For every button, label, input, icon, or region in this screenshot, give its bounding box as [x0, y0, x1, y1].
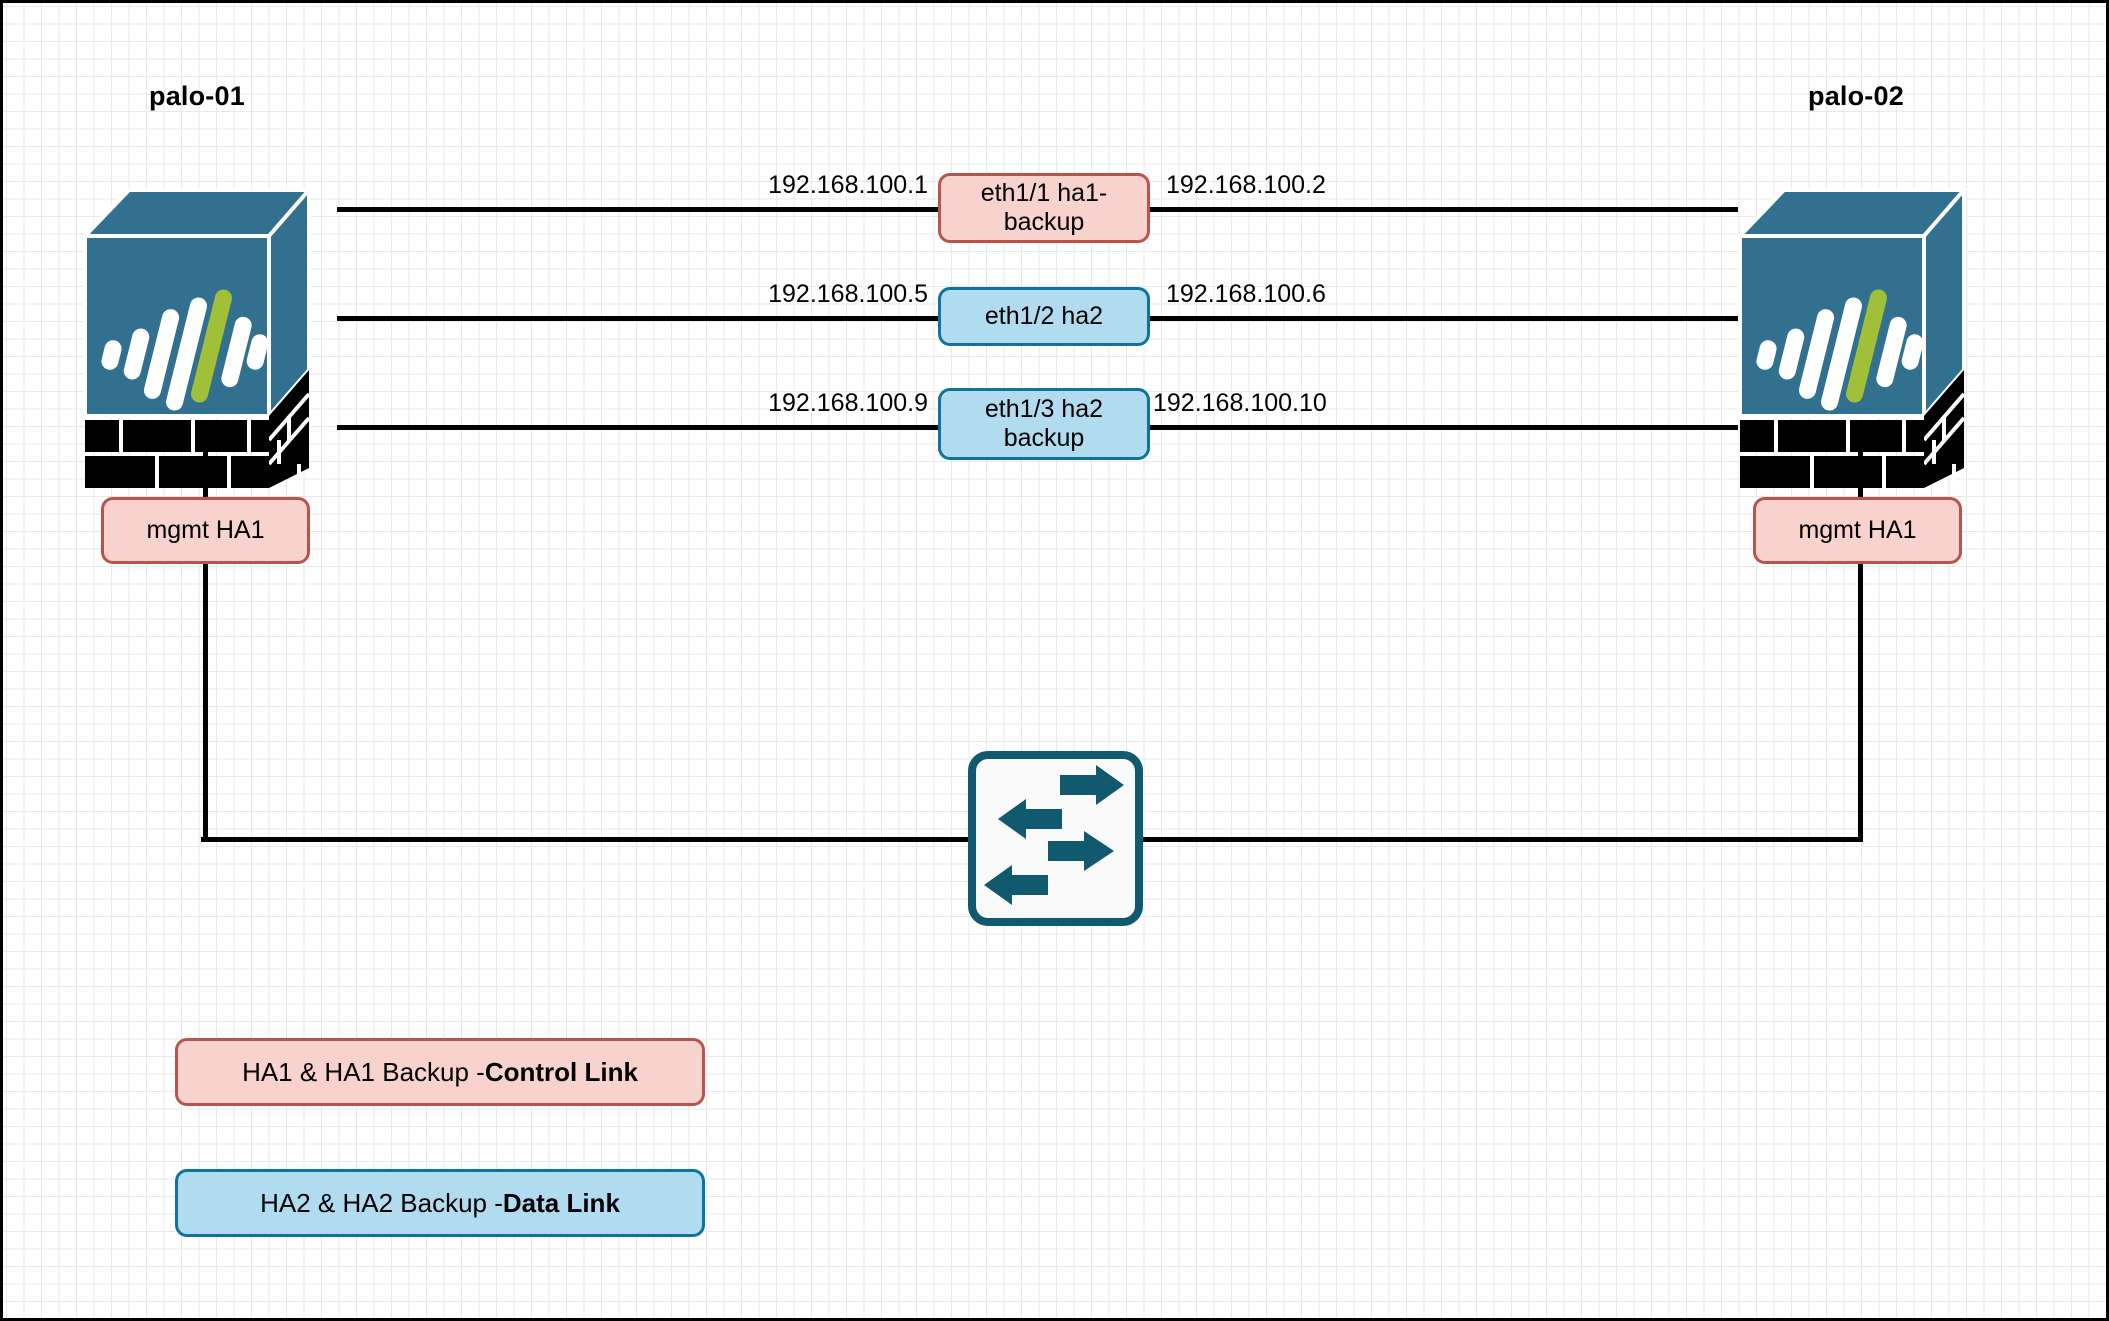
mgmt-tag-palo-01-label: mgmt HA1 — [146, 516, 265, 544]
mgmt-tag-palo-02[interactable]: mgmt HA1 — [1753, 497, 1962, 564]
firewall-palo-01[interactable] — [81, 168, 313, 488]
legend-control-link-strong: Control Link — [484, 1056, 638, 1087]
mgmt-line-left-vertical — [203, 423, 208, 839]
mgmt-line-right-horizontal — [1138, 837, 1863, 842]
legend-control-link: HA1 & HA1 Backup - Control Link — [175, 1038, 705, 1106]
interface-tag-eth1-3[interactable]: eth1/3 ha2 backup — [938, 388, 1150, 460]
interface-tag-eth1-2-line1: eth1/2 ha2 — [984, 302, 1104, 330]
mgmt-tag-palo-02-label: mgmt HA1 — [1798, 516, 1917, 544]
network-switch-icon[interactable] — [968, 751, 1143, 926]
interface-tag-eth1-3-line1: eth1/3 ha2 — [984, 395, 1104, 423]
ip-label-right-eth1-1: 192.168.100.2 — [1166, 171, 1326, 199]
legend-control-link-prefix: HA1 & HA1 Backup - — [242, 1056, 485, 1087]
ip-label-right-eth1-3: 192.168.100.10 — [1153, 389, 1327, 417]
mgmt-line-right-vertical — [1858, 423, 1863, 839]
interface-tag-eth1-1-line1: eth1/1 ha1- — [980, 179, 1108, 207]
interface-tag-eth1-3-line2: backup — [1003, 424, 1085, 452]
interface-tag-eth1-1-line2: backup — [1003, 208, 1085, 236]
device-title-palo-02: palo-02 — [1808, 81, 1904, 111]
firewall-palo-02[interactable] — [1736, 168, 1968, 488]
ip-label-left-eth1-1: 192.168.100.1 — [768, 171, 928, 199]
ip-label-left-eth1-3: 192.168.100.9 — [768, 389, 928, 417]
legend-data-link-strong: Data Link — [502, 1187, 620, 1218]
mgmt-tag-palo-01[interactable]: mgmt HA1 — [101, 497, 310, 564]
interface-tag-eth1-2[interactable]: eth1/2 ha2 — [938, 287, 1150, 346]
ip-label-left-eth1-2: 192.168.100.5 — [768, 280, 928, 308]
interface-tag-eth1-1[interactable]: eth1/1 ha1- backup — [938, 173, 1150, 243]
mgmt-line-left-horizontal — [201, 837, 973, 842]
legend-data-link: HA2 & HA2 Backup - Data Link — [175, 1169, 705, 1237]
ip-label-right-eth1-2: 192.168.100.6 — [1166, 280, 1326, 308]
legend-data-link-prefix: HA2 & HA2 Backup - — [260, 1187, 503, 1218]
device-title-palo-01: palo-01 — [149, 81, 245, 111]
